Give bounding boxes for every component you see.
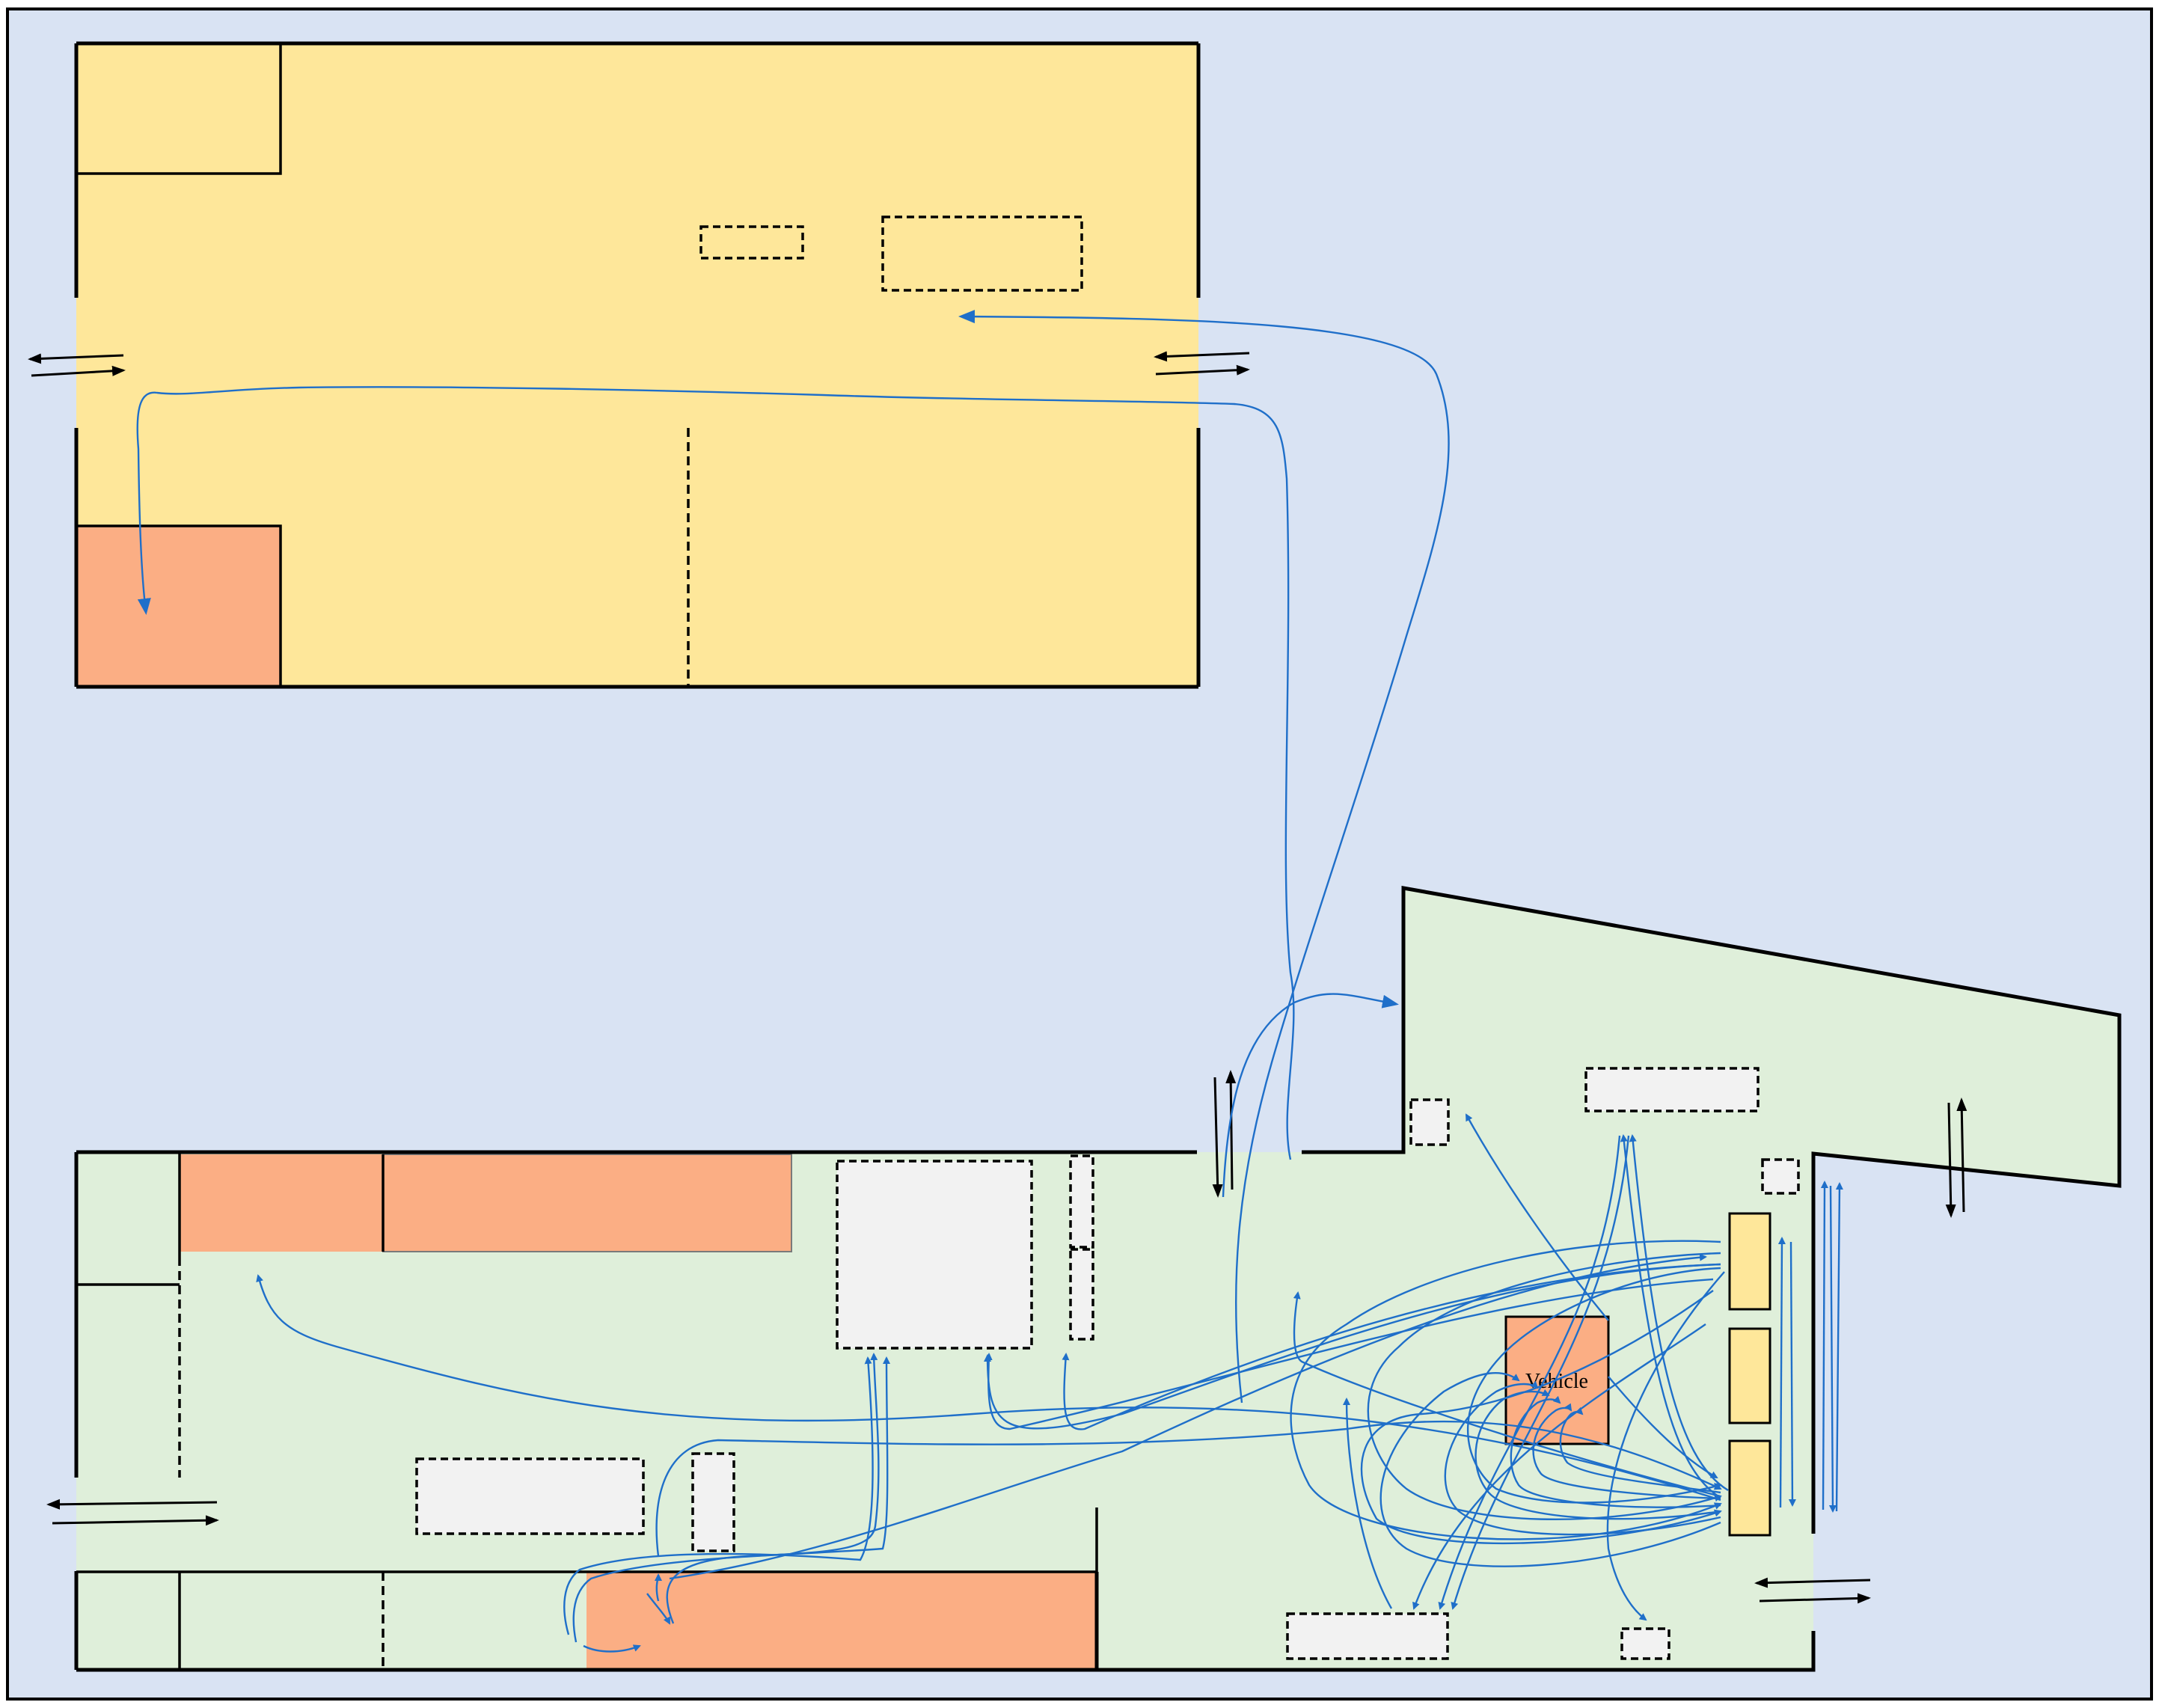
annex-equipment-top [1584, 1067, 1760, 1112]
door-arrows [28, 351, 1967, 1604]
flow-station-fan-9 [1532, 1403, 1721, 1500]
flow-bottom-room-2 [669, 1253, 1707, 1580]
lower-orange-room-top-right [382, 1154, 792, 1252]
flow-vehicle-to-annex-small [1465, 1113, 1609, 1321]
flow-bottom-room-5 [583, 1644, 641, 1653]
door-arrow-lower-right-in [1754, 1577, 1871, 1588]
flow-to-upper-equipment [958, 310, 1450, 1404]
door-arrow-annex-right-down [1945, 1102, 1956, 1218]
flow-station-fan-3 [1466, 1267, 1722, 1504]
flow-vehicle-station-1 [1608, 1376, 1718, 1479]
annex-equipment-small-left [1409, 1098, 1450, 1146]
station-bottom [1728, 1439, 1771, 1537]
upper-highlight-room [76, 526, 281, 687]
door-arrow-upper-right-in [1154, 351, 1250, 362]
upper-dashed-equipment-large [881, 215, 1083, 292]
flow-to-annex-low [1343, 1398, 1393, 1609]
flow-station-fan-5 [1379, 1372, 1721, 1567]
upper-dashed-equipment-small [699, 225, 804, 260]
station-top [1728, 1212, 1771, 1311]
lower-equipment-bottom-small [1620, 1627, 1670, 1660]
door-arrow-upper-left-out [31, 365, 126, 377]
door-arrow-annex-right-up [1956, 1098, 1967, 1213]
door-arrow-upper-right-out [1155, 364, 1250, 376]
flow-upper-loop [136, 386, 1295, 1160]
flow-annex-equipment-up-2 [1629, 1134, 1729, 1492]
flow-to-vehicle-left [1293, 1291, 1721, 1498]
upper-building [74, 41, 1201, 689]
flow-station-vertical-3-up [1835, 1182, 1843, 1512]
flow-station-to-bottom-small [1606, 1271, 1725, 1621]
flow-station-vertical-1-up [1777, 1237, 1786, 1508]
station-middle [1728, 1327, 1771, 1424]
flow-to-large-square-2 [984, 1263, 1721, 1430]
door-arrow-lower-top-down [1212, 1077, 1223, 1198]
upper-highlight-room-walls [76, 524, 282, 687]
flow-station-vertical-1-down [1788, 1241, 1796, 1507]
door-arrow-lower-right-out [1759, 1593, 1871, 1604]
door-arrow-upper-left-in [28, 353, 124, 364]
door-arrow-lower-left-out [52, 1515, 219, 1526]
flow-station-to-bottom-bench [1412, 1323, 1706, 1610]
flow-station-fan-7 [1474, 1389, 1721, 1520]
flow-annex-entry [1222, 993, 1399, 1198]
flow-annex-equipment-up-1 [1620, 1134, 1721, 1499]
vehicle-label: Vehicle [1525, 1370, 1588, 1393]
lower-left-column-wall [76, 1152, 181, 1670]
flow-bottom-room-6 [646, 1593, 671, 1625]
lower-equipment-large-square [836, 1160, 1033, 1350]
flow-annex-equipment-down-1 [1438, 1135, 1621, 1610]
door-arrow-lower-top-up [1225, 1070, 1237, 1190]
lower-equipment-narrow [691, 1452, 735, 1552]
flow-to-large-square-1 [666, 1353, 880, 1624]
flow-station-fan-4 [1360, 1290, 1722, 1545]
flow-paths [136, 310, 1843, 1653]
flow-bottom-room-3 [563, 1356, 874, 1635]
flow-station-fan-1 [1290, 1240, 1722, 1540]
door-arrow-lower-left-in [46, 1499, 218, 1510]
lower-equipment-rack-lower [1069, 1248, 1094, 1341]
flow-bottom-room-7 [654, 1573, 662, 1602]
lower-orange-room-bottom [587, 1572, 1097, 1670]
flow-to-rack-2 [984, 1278, 1714, 1430]
lower-equipment-bottom-bench [1286, 1612, 1449, 1660]
upper-small-room-top-left [76, 43, 282, 175]
flow-to-lower-left [256, 1274, 1721, 1502]
lower-equipment-rack-upper [1069, 1154, 1094, 1249]
flow-station-fan-2 [1367, 1252, 1722, 1521]
lower-equipment-bench [415, 1457, 645, 1535]
annex-equipment-small-right [1761, 1158, 1800, 1195]
lower-wall-bottom [76, 1631, 1816, 1672]
flow-annex-equipment-down-2 [1451, 1135, 1630, 1610]
lower-building: Vehicle [74, 886, 2122, 1672]
flow-station-vertical-2-up [1820, 1181, 1828, 1510]
lower-orange-room-top-left [180, 1154, 383, 1252]
flow-station-vertical-2-down [1828, 1185, 1837, 1513]
